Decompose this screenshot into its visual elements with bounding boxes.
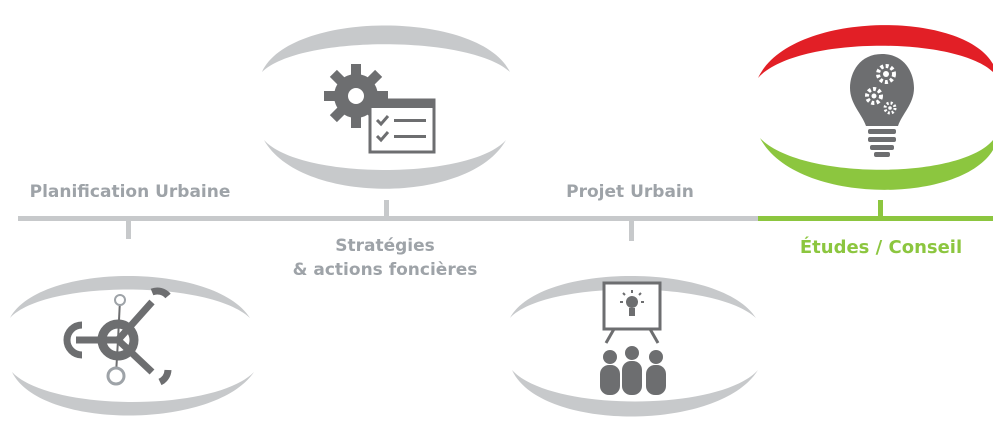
item-planification-urbaine[interactable] bbox=[8, 236, 258, 428]
presentation-audience-icon bbox=[600, 281, 666, 395]
eye-top-arc bbox=[262, 25, 510, 72]
lightbulb-gears-icon bbox=[850, 54, 914, 157]
connector-projet bbox=[629, 221, 634, 241]
eye-bottom-arc bbox=[512, 370, 758, 417]
eye-projet bbox=[510, 276, 758, 417]
eye-top-arc bbox=[510, 276, 756, 318]
label-text: Études / Conseil bbox=[799, 237, 963, 258]
label-strategies[interactable]: Stratégies & actions foncières bbox=[270, 234, 500, 282]
eye-bottom-arc bbox=[264, 140, 506, 189]
item-projet-urbain[interactable] bbox=[510, 238, 762, 428]
gear-checklist-icon bbox=[324, 64, 436, 154]
timeline-line-active bbox=[758, 216, 993, 221]
label-text: Projet Urbain bbox=[566, 182, 694, 202]
label-line1: Stratégies bbox=[335, 236, 435, 256]
network-nodes-icon bbox=[63, 287, 172, 386]
timeline-line bbox=[18, 216, 758, 221]
item-etudes-conseil[interactable] bbox=[758, 18, 993, 204]
label-text: Planification Urbaine bbox=[29, 182, 231, 202]
connector-etudes bbox=[878, 200, 883, 216]
eye-etudes bbox=[758, 25, 993, 190]
label-etudes-conseil[interactable]: Études / Conseil bbox=[766, 236, 993, 260]
item-strategies-actions-foncieres[interactable] bbox=[262, 18, 510, 204]
connector-strategies bbox=[384, 200, 389, 216]
label-planification-urbaine[interactable]: Planification Urbaine bbox=[10, 180, 250, 204]
connector-planification bbox=[126, 221, 131, 239]
eye-planification bbox=[10, 276, 254, 416]
eye-bottom-arc bbox=[12, 372, 254, 416]
eye-strategies bbox=[262, 25, 510, 189]
eye-top-arc-active bbox=[758, 25, 993, 78]
label-line2: & actions foncières bbox=[292, 260, 478, 280]
label-projet-urbain[interactable]: Projet Urbain bbox=[540, 180, 720, 204]
eye-bottom-arc-active bbox=[760, 138, 993, 190]
eye-top-arc bbox=[10, 276, 250, 318]
